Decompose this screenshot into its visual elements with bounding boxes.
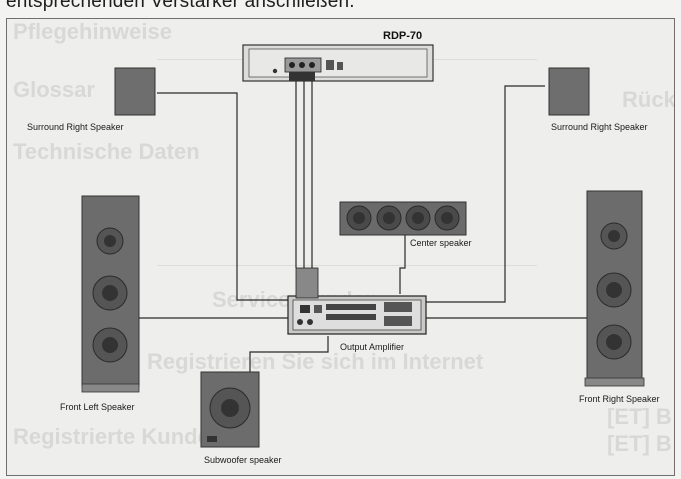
center-speaker	[339, 201, 467, 236]
rdp-70-unit	[242, 44, 434, 82]
ghost-text-3: Technische Daten	[13, 139, 200, 164]
ghost-text-9: [ET] B	[607, 431, 672, 456]
wires	[138, 80, 588, 372]
ghost-text-8: [ET] B	[607, 404, 672, 429]
wire-surround-right	[426, 85, 545, 303]
front-right-label: Front Right Speaker	[579, 394, 660, 404]
wire-surround-left	[157, 92, 290, 301]
ghost-text-2: Glossar	[13, 77, 95, 102]
ghost-rule-2	[157, 265, 537, 266]
ghost-text-6: Registrierte Kunden	[13, 424, 224, 449]
output-amplifier	[287, 267, 427, 335]
surround-right-label: Surround Right Speaker	[551, 122, 648, 132]
surround-right-speaker	[548, 67, 590, 116]
header-text: entsprechenden Verstärker anschließen.	[6, 0, 355, 12]
surround-left-label: Surround Right Speaker	[27, 122, 124, 132]
output-amplifier-label: Output Amplifier	[340, 342, 405, 352]
surround-left-speaker	[114, 67, 156, 116]
front-left-speaker	[81, 195, 140, 393]
center-speaker-label: Center speaker	[410, 238, 472, 248]
ghost-text-1: Pflegehinweise	[13, 19, 172, 44]
ghost-text-7: Rück	[622, 87, 675, 112]
front-left-label: Front Left Speaker	[60, 402, 135, 412]
front-right-speaker	[584, 190, 645, 387]
subwoofer-label: Subwoofer speaker	[204, 455, 282, 465]
rdp-70-label: RDP-70	[383, 30, 423, 42]
subwoofer-speaker	[200, 371, 260, 448]
ghost-text-5: Registrieren Sie sich im Internet	[147, 349, 484, 374]
wire-center	[399, 234, 406, 294]
wire-subwoofer	[249, 336, 329, 372]
